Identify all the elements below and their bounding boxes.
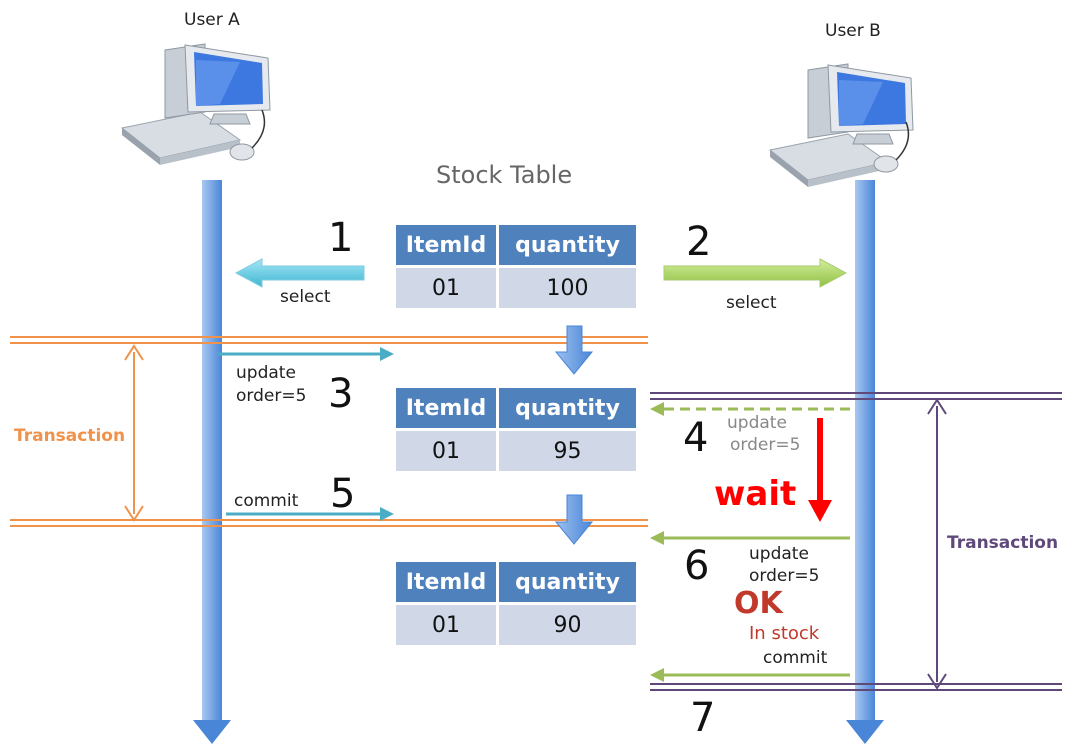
transaction-b-end-line [650, 683, 1062, 691]
table-cell-quantity: 90 [499, 605, 636, 645]
step-number-7: 7 [690, 695, 716, 741]
table-cell-itemid: 01 [396, 268, 496, 308]
update-b-wait-label-line2: order=5 [730, 435, 801, 455]
update-b-wait-arrow [650, 402, 850, 416]
commit-b-arrow [650, 668, 850, 682]
select-b-label: select [726, 293, 777, 313]
step-number-5: 5 [330, 471, 356, 517]
user-b-label: User B [825, 21, 881, 41]
user-a-computer-icon [120, 43, 271, 165]
update-b-arrow [650, 531, 850, 545]
transaction-a-end-line [10, 519, 648, 527]
transaction-b-span-arrow [927, 398, 947, 690]
table-header-quantity: quantity [499, 562, 636, 602]
step-number-4: 4 [683, 415, 709, 461]
wait-arrow [808, 418, 832, 522]
table-cell-itemid: 01 [396, 431, 496, 471]
table-header-itemid: ItemId [396, 225, 496, 265]
transaction-b-start-line [650, 392, 1062, 400]
stock-table-title: Stock Table [436, 161, 573, 189]
in-stock-label: In stock [749, 623, 820, 644]
update-b-label-line1: update [749, 544, 809, 564]
user-b-timeline [846, 180, 884, 744]
transaction-a-start-line [10, 336, 648, 344]
table-header-itemid: ItemId [396, 562, 496, 602]
stock-table-2: ItemId quantity 01 95 [393, 385, 639, 474]
select-b-arrow [663, 258, 848, 288]
user-b-computer-icon [768, 63, 914, 187]
wait-label: wait [714, 474, 797, 514]
step-number-3: 3 [328, 371, 354, 417]
table-header-quantity: quantity [499, 225, 636, 265]
transaction-b-label: Transaction [947, 533, 1059, 553]
update-a-label-line2: order=5 [236, 386, 307, 406]
stock-table-1: ItemId quantity 01 100 [393, 222, 639, 311]
update-b-label-line2: order=5 [749, 566, 820, 586]
commit-b-label: commit [763, 648, 828, 668]
table-header-itemid: ItemId [396, 388, 496, 428]
table-cell-itemid: 01 [396, 605, 496, 645]
transaction-a-span-arrow [124, 344, 144, 522]
table-transition-arrow-2 [554, 494, 594, 545]
step-number-6: 6 [684, 543, 710, 589]
select-a-arrow [234, 258, 365, 288]
table-cell-quantity: 100 [499, 268, 636, 308]
table-header-quantity: quantity [499, 388, 636, 428]
ok-label: OK [734, 586, 783, 621]
update-a-arrow [218, 347, 394, 361]
transaction-a-label: Transaction [14, 426, 126, 446]
select-a-label: select [280, 287, 331, 307]
update-a-label-line1: update [236, 363, 296, 383]
commit-a-label: commit [234, 491, 299, 511]
step-number-2: 2 [686, 219, 712, 265]
step-number-1: 1 [328, 215, 354, 261]
user-a-label: User A [184, 10, 240, 30]
commit-a-arrow [226, 507, 394, 521]
table-cell-quantity: 95 [499, 431, 636, 471]
user-a-timeline [193, 180, 231, 744]
table-transition-arrow-1 [554, 325, 594, 375]
update-b-wait-label-line1: update [727, 413, 787, 433]
stock-table-3: ItemId quantity 01 90 [393, 559, 639, 648]
